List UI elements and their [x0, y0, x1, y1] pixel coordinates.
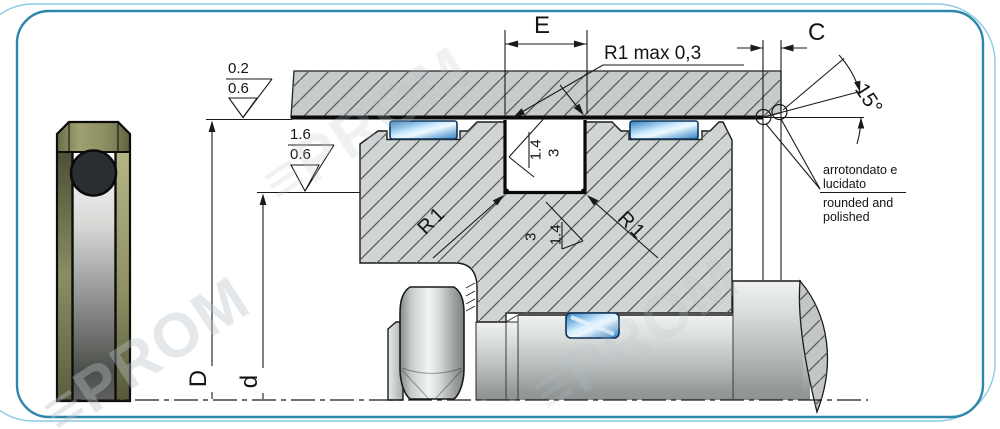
finish-bore-value-top: 0.2 [228, 60, 249, 77]
finish-groove-lower-b: 1.4 [547, 224, 565, 246]
finish-symbol-bore [226, 78, 273, 119]
rod-shoulder [733, 281, 803, 400]
radius-right-leader [587, 195, 659, 259]
radius-note-leader [513, 64, 744, 118]
finish-symbol-groove-dia [288, 144, 335, 193]
dim-d-small-lines [257, 191, 360, 399]
guide-ring-right [629, 120, 699, 140]
finish-bore-value-bottom: 0.6 [228, 80, 249, 97]
rounded-edge-circle-right [771, 103, 788, 121]
seal-3d-render [55, 120, 132, 403]
dim-d-big-label: D [185, 369, 213, 388]
dim-c-lines [737, 40, 807, 280]
finish-groove-dia-value-bottom: 0.6 [290, 146, 311, 163]
seal-groove-outline [503, 120, 587, 195]
retaining-nut [399, 286, 465, 400]
static-x-ring [565, 312, 620, 339]
finish-groove-inner-a: 1.4 [527, 139, 545, 161]
cylinder-wall [290, 70, 782, 120]
radius-note-label: R1 max 0,3 [604, 43, 702, 64]
edge-note-en-line1: rounded and [823, 196, 894, 210]
radius-left-leader [432, 195, 504, 259]
finish-groove-lower-a: 3 [522, 232, 540, 242]
dimension-lines [206, 30, 906, 399]
edge-note-en-line2: polished [823, 210, 870, 224]
chamfer-angle-callout [755, 54, 865, 145]
edge-note-it-line1: arrotondato e [823, 163, 898, 177]
piston [359, 120, 733, 323]
finish-symbol-groove-lower [545, 201, 584, 250]
rounded-edge-circle-left [755, 108, 772, 126]
finish-groove-inner-b: 3 [545, 148, 563, 158]
finish-symbol-groove-inner [508, 119, 544, 178]
guide-rings [389, 120, 699, 339]
guide-ring-left [389, 120, 458, 140]
page-frame [0, 3, 996, 422]
oring-energizer [69, 149, 118, 197]
dim-c-label: C [808, 19, 826, 46]
dim-d-small-label: d [236, 374, 264, 389]
edge-note-it-line2: lucidato [823, 177, 867, 191]
finish-groove-dia-value-top: 1.6 [290, 126, 311, 143]
dim-e-lines [504, 30, 588, 114]
edge-note-leaders [765, 118, 906, 194]
dim-e-label: E [534, 12, 551, 39]
dim-d-big-lines [206, 118, 292, 399]
